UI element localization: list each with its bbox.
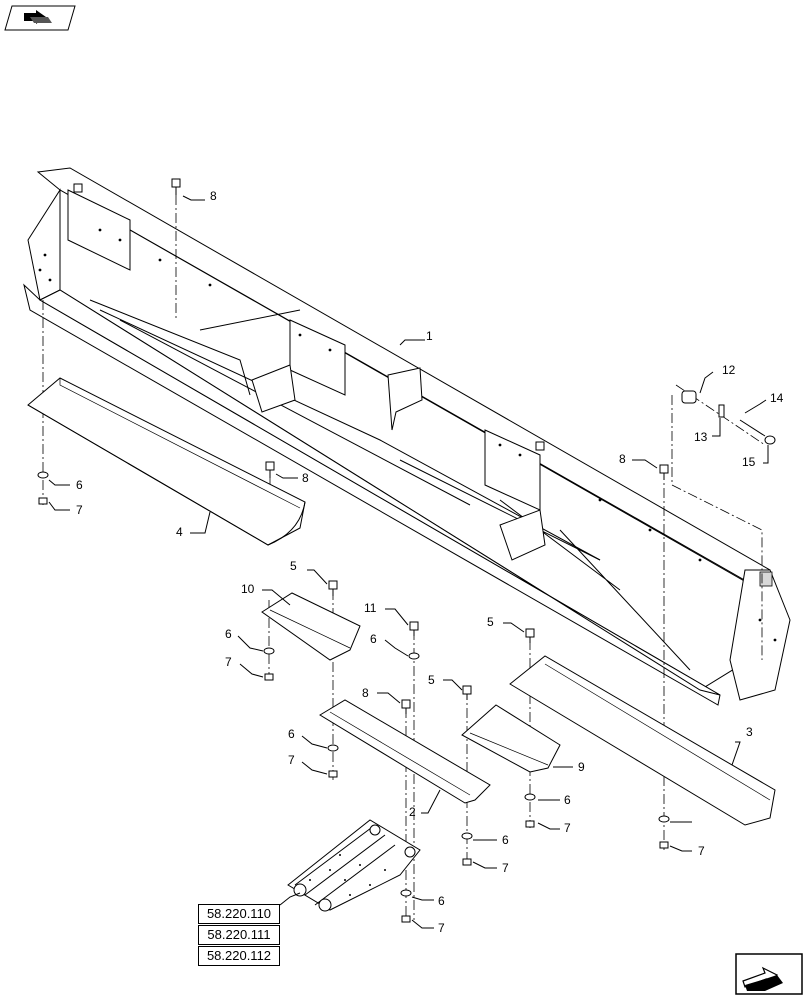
callout-13: 13 bbox=[694, 430, 708, 444]
previous-page-arrow-icon bbox=[4, 5, 76, 31]
washers-and-nuts bbox=[37, 471, 670, 923]
callout-4: 4 bbox=[176, 525, 183, 539]
bottom-sheet-4 bbox=[27, 377, 306, 546]
next-page-arrow-icon bbox=[735, 953, 803, 995]
callout-7: 7 bbox=[288, 753, 295, 767]
callout-6: 6 bbox=[370, 632, 377, 646]
callout-2: 2 bbox=[409, 805, 416, 819]
callout-11: 11 bbox=[364, 601, 377, 615]
cover-plate-10 bbox=[261, 592, 361, 661]
callout-12: 12 bbox=[722, 363, 736, 377]
cover-plate-9 bbox=[461, 704, 561, 773]
callout-7: 7 bbox=[564, 821, 571, 835]
reference-link[interactable]: 58.220.111 bbox=[198, 925, 280, 945]
callout-8: 8 bbox=[302, 471, 309, 485]
bolts bbox=[171, 178, 669, 714]
callout-14: 14 bbox=[770, 391, 784, 405]
callout-10: 10 bbox=[241, 582, 255, 596]
callout-5: 5 bbox=[290, 559, 297, 573]
callout-8: 8 bbox=[210, 189, 217, 203]
callout-6: 6 bbox=[288, 727, 295, 741]
callout-3: 3 bbox=[746, 725, 753, 739]
reference-link[interactable]: 58.220.110 bbox=[198, 904, 280, 924]
callout-7: 7 bbox=[698, 844, 705, 858]
callout-15: 15 bbox=[742, 455, 756, 469]
callouts: 8 1 6 7 8 4 5 10 6 7 11 6 8 5 5 6 7 2 9 … bbox=[76, 189, 784, 935]
callout-6: 6 bbox=[564, 793, 571, 807]
cover-plate-2 bbox=[319, 699, 491, 804]
callout-8: 8 bbox=[619, 452, 626, 466]
callout-1: 1 bbox=[426, 329, 433, 343]
callout-6: 6 bbox=[438, 894, 445, 908]
callout-8: 8 bbox=[362, 686, 369, 700]
bottom-sheet-3 bbox=[509, 655, 776, 826]
feed-chain-assembly bbox=[287, 819, 421, 912]
callout-9: 9 bbox=[578, 760, 585, 774]
callout-6: 6 bbox=[76, 478, 83, 492]
pin-hardware-12-15 bbox=[681, 390, 776, 445]
callout-7: 7 bbox=[438, 921, 445, 935]
callout-7: 7 bbox=[76, 503, 83, 517]
callout-7: 7 bbox=[502, 861, 509, 875]
callout-6: 6 bbox=[502, 833, 509, 847]
reference-link[interactable]: 58.220.112 bbox=[198, 946, 280, 966]
leader-lines bbox=[48, 195, 769, 929]
callout-6: 6 bbox=[225, 627, 232, 641]
callout-5: 5 bbox=[428, 673, 435, 687]
header-frame bbox=[23, 167, 791, 706]
callout-7: 7 bbox=[225, 655, 232, 669]
callout-5: 5 bbox=[487, 615, 494, 629]
next-page-button[interactable] bbox=[735, 953, 803, 995]
previous-page-button[interactable] bbox=[4, 5, 76, 31]
